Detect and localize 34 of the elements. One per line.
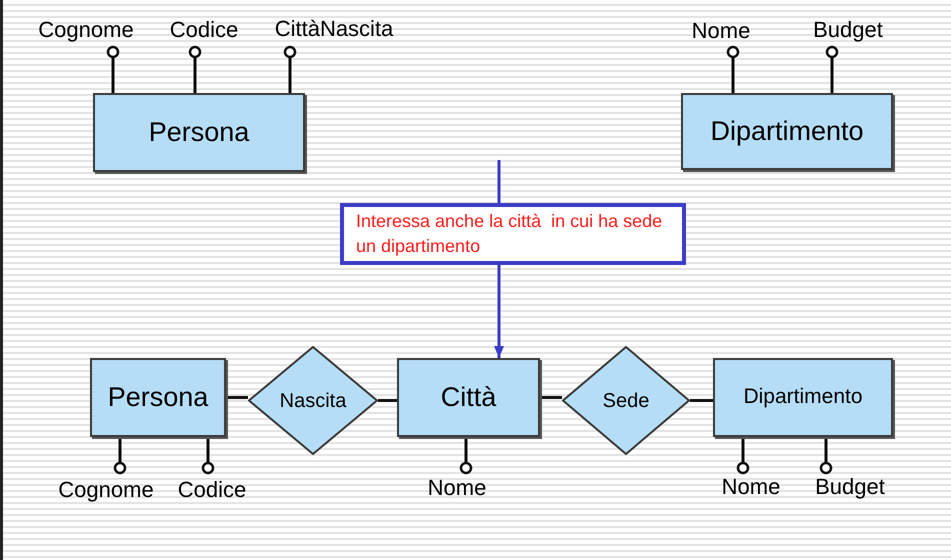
attribute-connector	[202, 437, 214, 474]
attribute-connector	[726, 46, 740, 93]
connector-line	[690, 399, 713, 402]
attribute-label: Codice	[158, 8, 250, 52]
relationship-diamond: Sede	[562, 346, 690, 455]
attribute-connector	[284, 46, 296, 93]
connector-line	[226, 396, 248, 399]
attribute-label: CittàNascita	[258, 6, 410, 52]
attribute-connector	[114, 437, 126, 474]
connector-line	[378, 399, 397, 402]
attribute-connector	[460, 437, 472, 474]
attribute-label: Budget	[800, 8, 896, 52]
attribute-connector	[188, 46, 202, 93]
attribute-connector	[736, 437, 750, 474]
attribute-label: Budget	[804, 468, 896, 506]
attribute-label: Cognome	[50, 468, 162, 512]
attribute-label: Nome	[418, 468, 496, 508]
attribute-connector	[820, 437, 832, 474]
attribute-label: Codice	[164, 468, 260, 512]
entity-box: Dipartimento	[713, 358, 893, 437]
attribute-label: Nome	[710, 468, 792, 506]
attribute-label: Cognome	[24, 8, 148, 52]
connector-line	[498, 160, 500, 203]
attribute-label: Nome	[680, 10, 762, 52]
connector-line	[540, 396, 562, 399]
entity-box: Persona	[90, 358, 226, 437]
attribute-connector	[826, 46, 838, 93]
arrow	[494, 265, 504, 358]
note-box: Interessa anche la città in cui ha sede un dipartimento	[340, 203, 686, 265]
relationship-diamond: Nascita	[248, 346, 378, 455]
entity-box: Persona	[93, 93, 305, 172]
entity-box: Dipartimento	[681, 93, 893, 170]
entity-box: Città	[397, 358, 540, 437]
attribute-connector	[106, 46, 120, 93]
